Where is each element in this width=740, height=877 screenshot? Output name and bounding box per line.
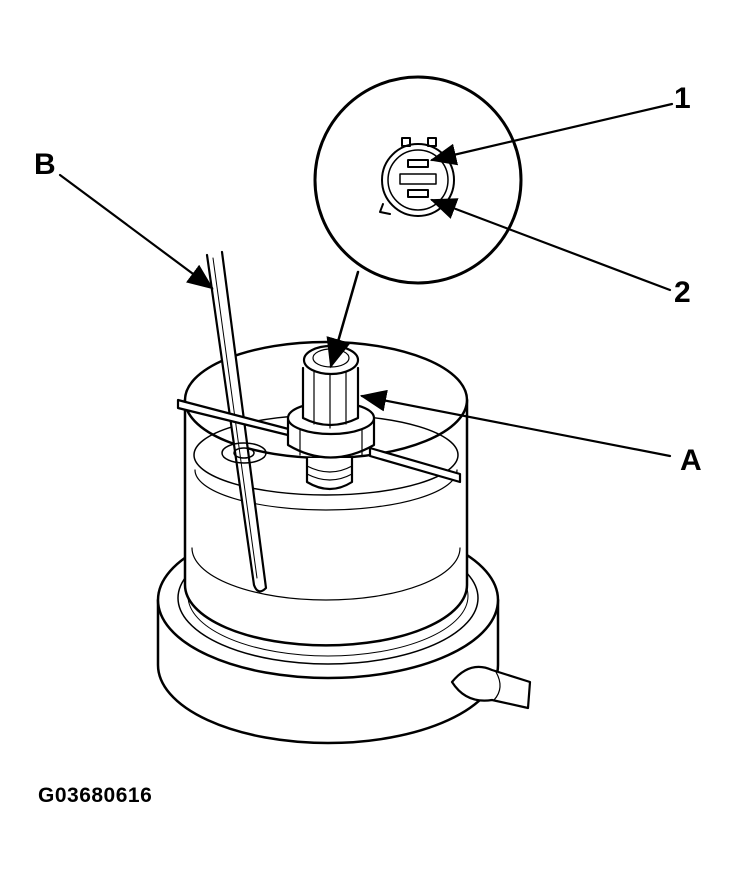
callout-a: A: [680, 444, 702, 477]
leader-line-1: [429, 102, 674, 166]
leader-line-2: [429, 198, 672, 292]
callout-2: 2: [674, 276, 691, 309]
figure-code: G03680616: [38, 784, 153, 807]
callout-b: B: [34, 148, 56, 181]
power-cord: [450, 665, 532, 710]
connector-face: [379, 137, 455, 217]
leader-line-a: [359, 389, 672, 458]
leader-line-b: [58, 173, 214, 290]
callout-1: 1: [674, 82, 691, 115]
detail-magnifier: [313, 75, 523, 369]
